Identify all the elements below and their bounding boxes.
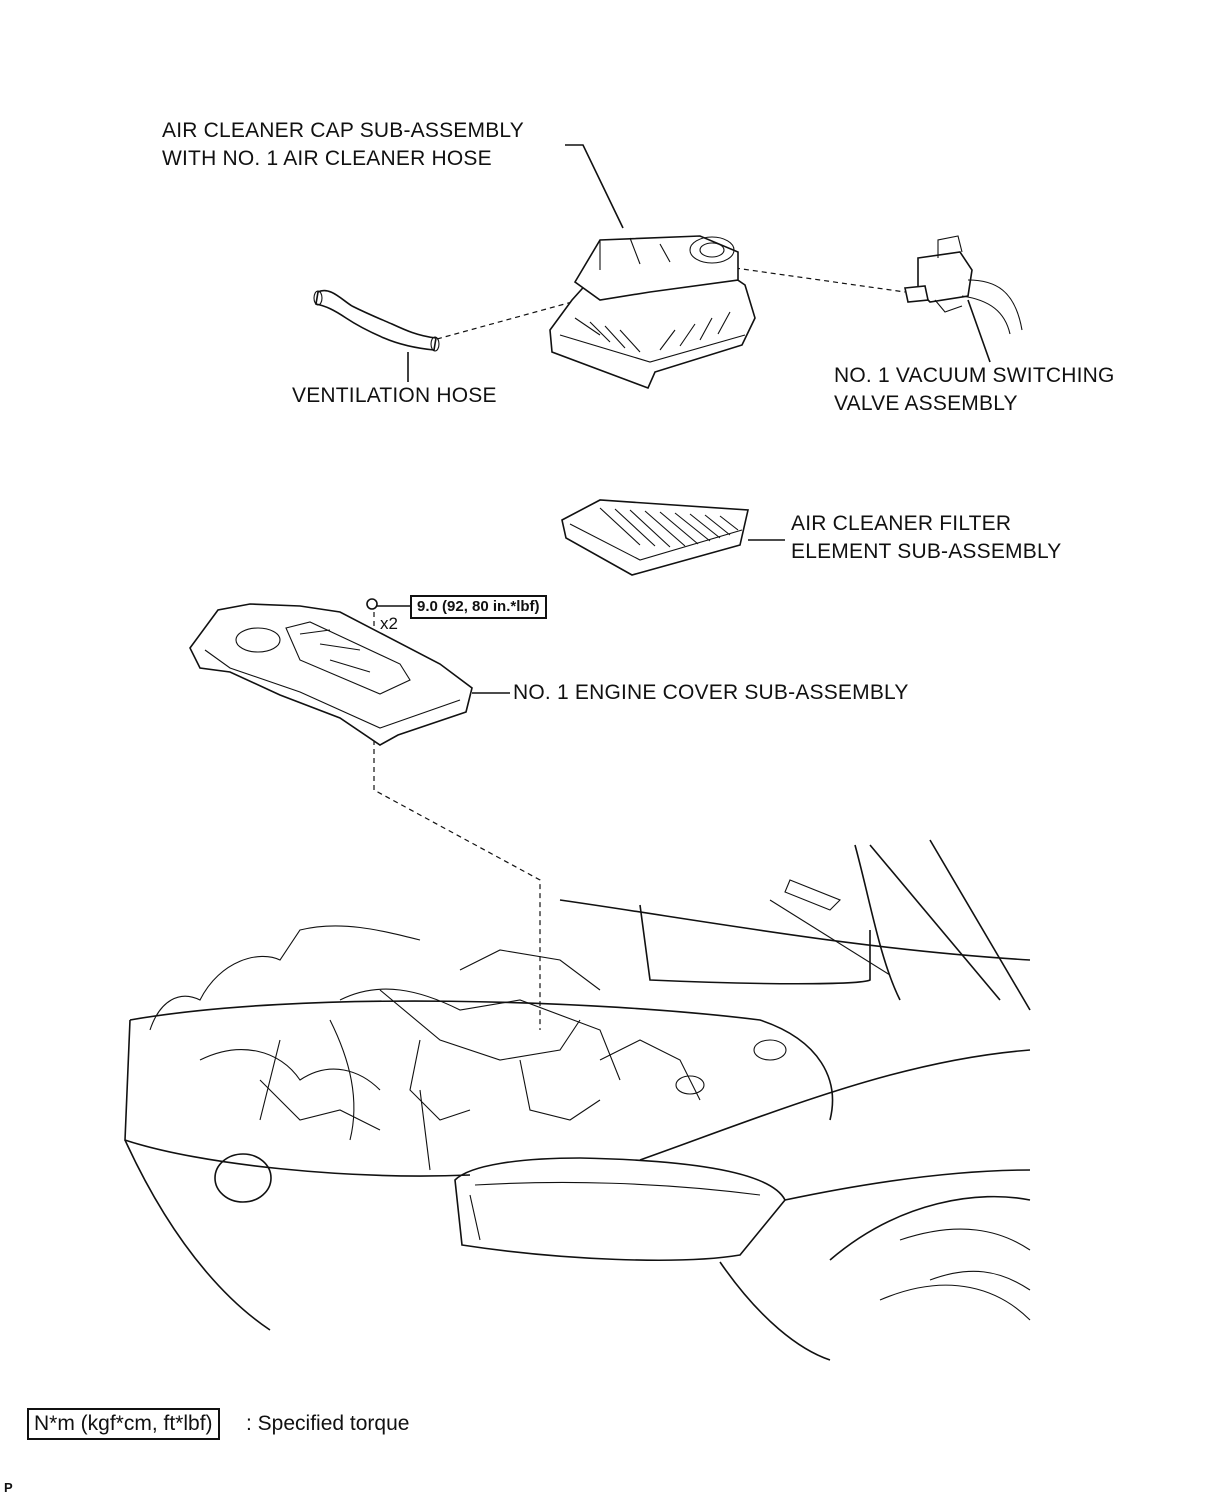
- legend-torque-box: N*m (kgf*cm, ft*lbf): [27, 1408, 220, 1440]
- label-vsv-line2: VALVE ASSEMBLY: [834, 392, 1018, 415]
- label-air-cleaner-cap-line1: AIR CLEANER CAP SUB-ASSEMBLY: [162, 119, 524, 142]
- vehicle-front-drawing: [124, 839, 1031, 1361]
- torque-spec-box: 9.0 (92, 80 in.*lbf): [410, 595, 547, 619]
- label-air-cleaner-cap-line2: WITH NO. 1 AIR CLEANER HOSE: [162, 147, 492, 170]
- label-vsv-line1: NO. 1 VACUUM SWITCHING: [834, 364, 1115, 387]
- vacuum-switching-valve-drawing: [904, 235, 1023, 335]
- label-ventilation-hose: VENTILATION HOSE: [292, 384, 497, 407]
- leader-lines: [374, 144, 991, 694]
- air-cleaner-cap-drawing: [549, 235, 756, 390]
- bolt-drawing: [366, 598, 378, 610]
- label-filter-line2: ELEMENT SUB-ASSEMBLY: [791, 540, 1062, 563]
- label-engine-cover: NO. 1 ENGINE COVER SUB-ASSEMBLY: [513, 681, 909, 704]
- engine-cover-drawing: [189, 603, 473, 746]
- bolt-quantity: x2: [380, 614, 398, 633]
- legend-torque-text: : Specified torque: [246, 1412, 410, 1435]
- label-filter-line1: AIR CLEANER FILTER: [791, 512, 1012, 535]
- air-filter-element-drawing: [561, 499, 749, 576]
- ventilation-hose-drawing: [313, 289, 440, 352]
- corner-mark: P: [4, 1480, 13, 1495]
